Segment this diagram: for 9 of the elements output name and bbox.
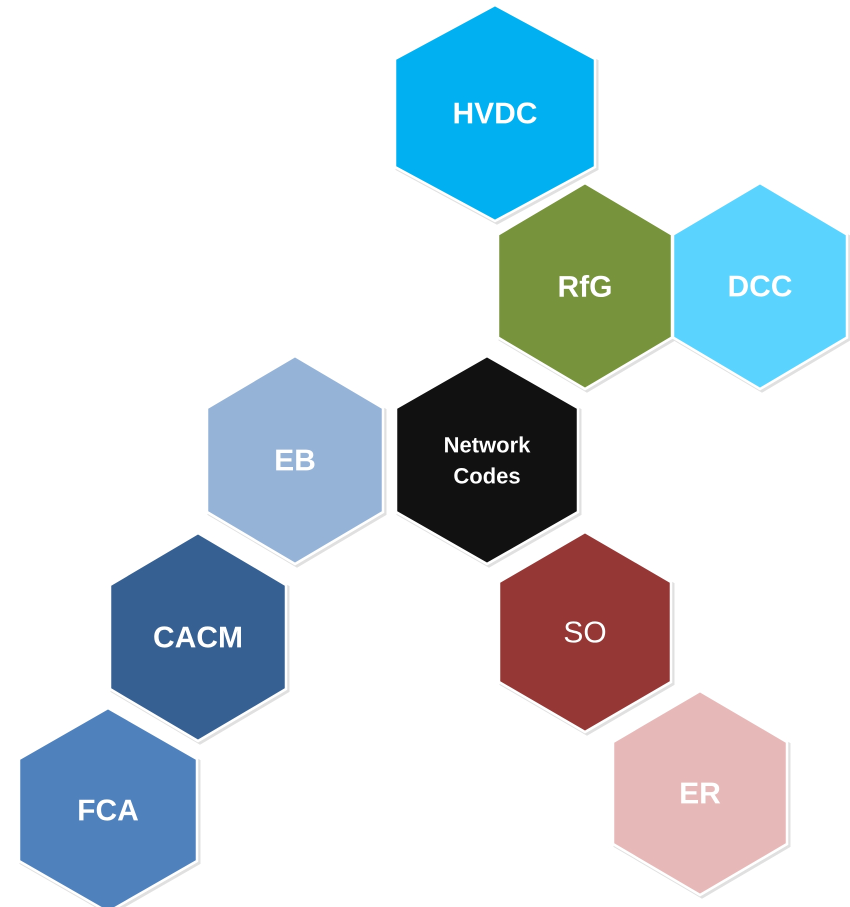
hexagon: EB: [206, 354, 386, 568]
hexagon: RfG: [496, 182, 676, 393]
hexagon: HVDC: [394, 4, 598, 225]
hexagon: Network Codes: [394, 354, 582, 568]
hexagon: ER: [612, 690, 790, 899]
hexagon: FCA: [18, 706, 200, 907]
hexagon: SO: [498, 530, 674, 736]
hexagon: DCC: [672, 182, 850, 393]
hexagon: CACM: [108, 532, 290, 745]
